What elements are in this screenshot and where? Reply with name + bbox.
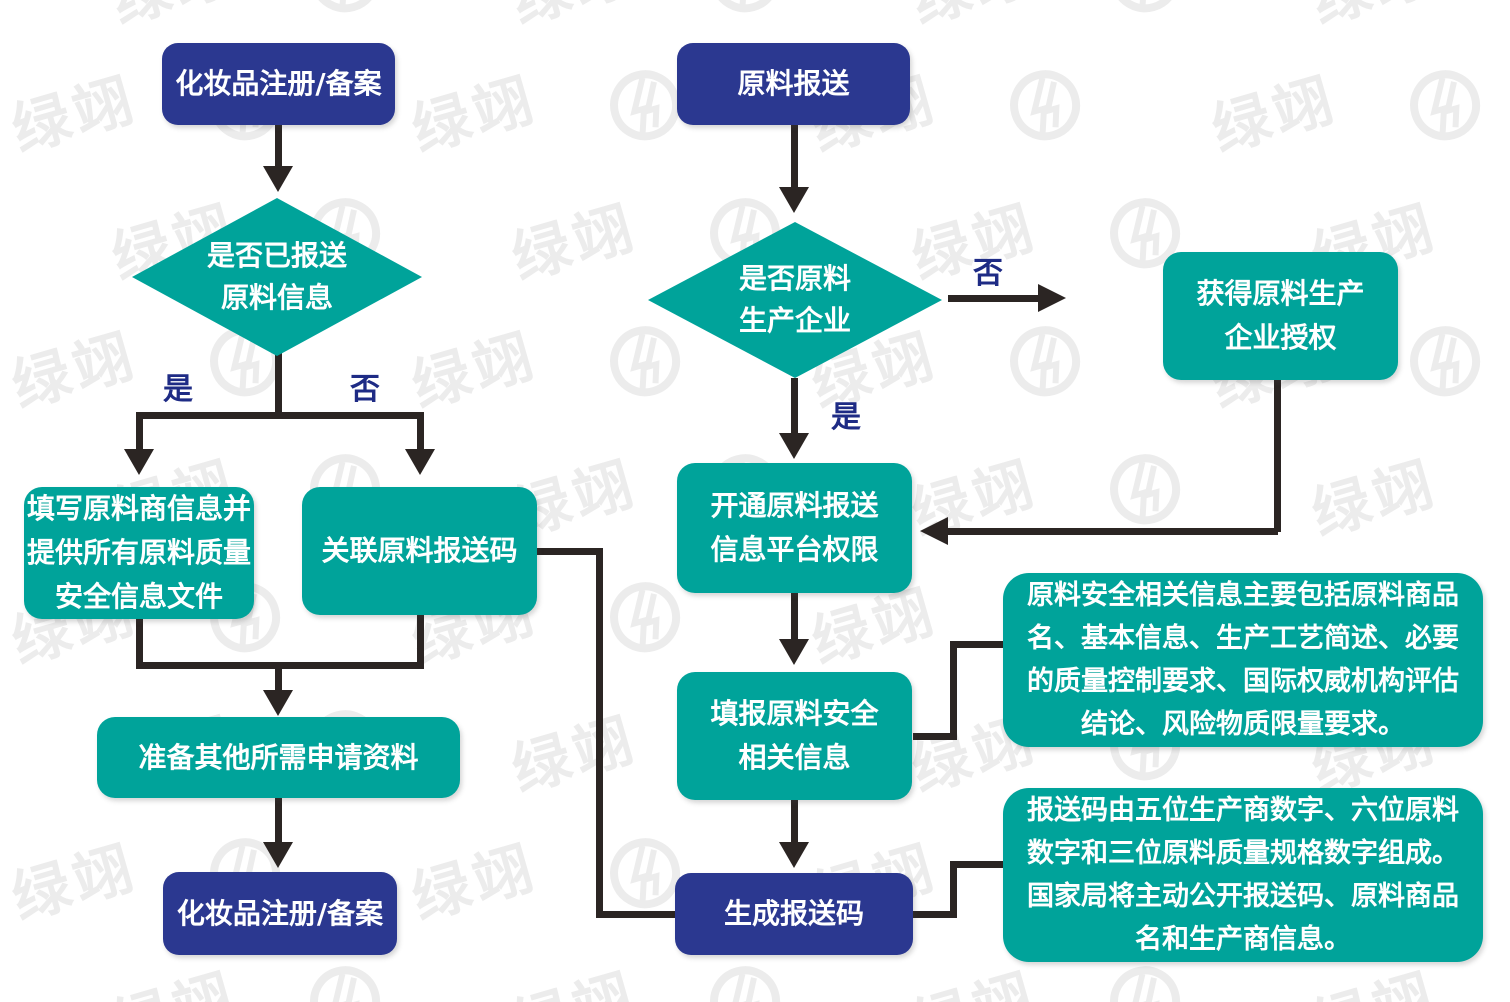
watermark-text: 绿翊 [4,64,145,165]
watermark-text: 绿翊 [4,320,145,421]
node-generate-submission-code: 生成报送码 [675,873,913,955]
watermark-lightning-circle-logo-icon [1499,0,1510,36]
label-left-yes: 是 [163,372,193,407]
connector-link-code-out [537,548,603,555]
connector-merge-right [417,615,424,669]
watermark-lightning-circle-logo-icon [1499,700,1510,805]
node-cosmetic-registration-end: 化妆品注册/备案 [163,872,397,955]
note-code-rule: 报送码由五位生产商数字、六位原料数字和三位原料质量规格数字组成。国家局将主动公开… [1003,788,1483,962]
node-open-platform-access: 开通原料报送 信息平台权限 [677,463,912,593]
connector-fill-to-generate [791,800,798,842]
decision-is-material-manufacturer: 是否原料 生产企业 [648,222,942,378]
watermark-lightning-circle-logo-icon [1099,956,1194,1002]
watermark-lightning-circle-logo-icon [299,0,394,36]
connector-fill-note-riser [950,641,957,740]
watermark-text: 绿翊 [501,948,645,1002]
connector-generate-note-riser [950,861,957,918]
connector-generate-to-note [913,911,957,918]
node-fill-supplier-info: 填写原料商信息并 提供所有原料质量 安全信息文件 [24,487,254,619]
watermark-text: 绿翊 [404,832,545,933]
connector-merge-down [275,662,282,690]
connector-left-yes-drop [136,419,143,449]
watermark-text: 绿翊 [101,948,245,1002]
connector-decision-to-platform [791,378,798,433]
arrowhead-down-icon [263,166,293,192]
arrowhead-down-icon [779,639,809,665]
node-prepare-application-materials: 准备其他所需申请资料 [97,717,460,798]
watermark-text: 绿翊 [4,832,145,933]
watermark-text: 绿翊 [1204,64,1345,165]
watermark-text: 绿翊 [404,320,545,421]
arrowhead-left-icon [920,517,948,545]
arrowhead-down-icon [263,690,293,716]
connector-fill-note-in [950,641,1003,648]
note-safety-info: 原料安全相关信息主要包括原料商品名、基本信息、生产工艺简述、必要的质量控制要求、… [1003,573,1483,747]
connector-merge-left [136,619,143,669]
watermark-lightning-circle-logo-icon [1499,956,1510,1002]
watermark-lightning-circle-logo-icon [1099,0,1194,36]
label-left-no: 否 [350,372,380,407]
watermark-text: 绿翊 [101,0,245,40]
watermark-lightning-circle-logo-icon [1499,188,1510,293]
connector-left-start-to-decision [275,125,282,170]
watermark-lightning-circle-logo-icon [1399,316,1494,421]
watermark-text: 绿翊 [1304,448,1445,549]
connector-prepare-to-end [275,798,282,842]
arrowhead-down-icon [405,449,435,475]
watermark-lightning-circle-logo-icon [699,956,794,1002]
watermark-lightning-circle-logo-icon [599,572,694,677]
watermark-lightning-circle-logo-icon [1399,60,1494,165]
arrowhead-down-icon [779,842,809,868]
connector-left-decision-down [275,352,282,416]
connector-left-split-bar [136,412,424,419]
label-right-no: 否 [973,256,1003,291]
connector-right-start-to-decision [791,125,798,187]
watermark-text: 绿翊 [504,192,645,293]
watermark-lightning-circle-logo-icon [699,0,794,36]
watermark-lightning-circle-logo-icon [999,316,1094,421]
watermark-text: 绿翊 [1301,0,1445,40]
connector-left-no-drop [417,419,424,449]
connector-authorization-down [1274,380,1281,532]
connector-authorization-to-platform [948,528,1278,535]
node-fill-safety-info: 填报原料安全 相关信息 [677,672,912,800]
watermark-lightning-circle-logo-icon [599,316,694,421]
node-obtain-manufacturer-authorization: 获得原料生产 企业授权 [1163,252,1398,380]
watermark-lightning-circle-logo-icon [299,956,394,1002]
connector-platform-to-fill [791,593,798,639]
connector-fill-to-note [913,733,957,740]
arrowhead-right-icon [1038,284,1066,312]
node-material-submission-start: 原料报送 [677,43,910,125]
watermark-text: 绿翊 [504,704,645,805]
watermark-text: 绿翊 [901,0,1045,40]
watermark-lightning-circle-logo-icon [999,60,1094,165]
watermark-lightning-circle-logo-icon [1499,444,1510,549]
node-cosmetic-registration-start: 化妆品注册/备案 [162,43,395,125]
label-right-yes: 是 [831,400,861,435]
watermark-text: 绿翊 [404,64,545,165]
connector-decision-to-authorization [948,295,1038,302]
connector-link-code-down [596,548,603,918]
node-link-submission-code: 关联原料报送码 [302,487,537,615]
connector-link-code-to-generate [596,911,677,918]
decision-material-info-submitted: 是否已报送 原料信息 [132,198,422,356]
connector-generate-note-in [950,861,1003,868]
watermark-text: 绿翊 [501,0,645,40]
arrowhead-down-icon [779,433,809,459]
arrowhead-down-icon [263,842,293,868]
arrowhead-down-icon [779,187,809,213]
arrowhead-down-icon [124,449,154,475]
